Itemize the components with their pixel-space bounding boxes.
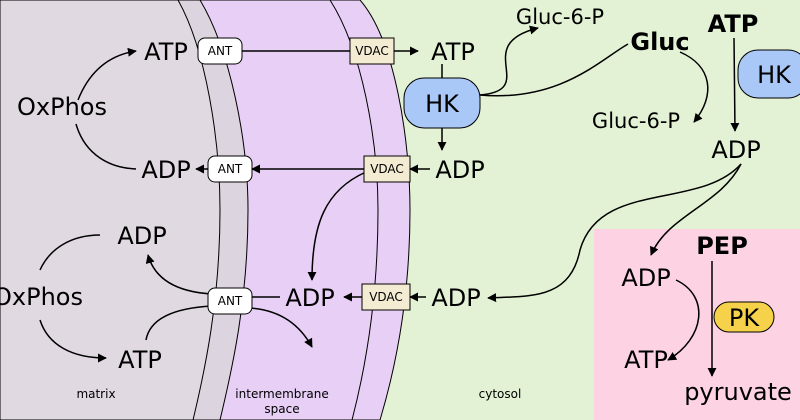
pk-atp-label: ATP — [624, 346, 668, 374]
oxphos-branch-from-adp-line — [39, 234, 101, 271]
gluc-label: Gluc — [630, 28, 689, 56]
hk-membrane-label: HK — [425, 90, 460, 118]
cytosol-atp-top-label: ATP — [431, 38, 475, 66]
adp-to-pk-arrow — [487, 163, 742, 303]
matrix-atp-bottom-label: ATP — [118, 346, 162, 374]
ims-adp-bottom-label: ADP — [285, 284, 334, 312]
adp-free-label: ADP — [711, 136, 760, 164]
matrix-region-label: matrix — [76, 387, 115, 401]
adp-branch-to-pep-arrow — [650, 163, 742, 256]
cytosol-region-label: cytosol — [479, 387, 522, 401]
pyruvate-label: pyruvate — [684, 378, 792, 406]
gluc-to-gluc6p-arrow — [679, 51, 709, 123]
matrix-atp-top-label: ATP — [144, 38, 188, 66]
vdac-top-label: VDAC — [355, 44, 389, 58]
ant-middle-box — [207, 155, 253, 183]
vdac-bottom-box — [361, 283, 411, 311]
ant-top-box — [197, 37, 243, 65]
matrix-adp-bottom-label: ADP — [117, 222, 166, 250]
gluc-to-hk-line — [479, 43, 629, 97]
pk-adp-to-atp-arrow — [667, 279, 700, 361]
intermembrane-label-line1: intermembrane — [235, 387, 328, 401]
adp-to-oxphos-arrow — [75, 123, 137, 170]
cytosol-adp-bottom-label: ADP — [431, 284, 480, 312]
pk-adp-label: ADP — [621, 264, 670, 292]
intermembrane-label-line2: space — [264, 402, 299, 416]
vdac-middle-label: VDAC — [370, 162, 404, 176]
vdac-adp-to-ims-arrow — [307, 171, 367, 281]
cytosol-adp-middle-label: ADP — [435, 156, 484, 184]
ant-to-ims-atp-arrow — [249, 307, 313, 348]
gluc6p-right-label: Gluc-6-P — [592, 109, 680, 133]
vdac-middle-box — [363, 155, 411, 183]
vdac-bottom-label: VDAC — [369, 290, 403, 304]
matrix-atp-to-ant-line — [145, 305, 213, 341]
ant-bottom-box — [207, 287, 253, 315]
ant-to-matrix-adp-bottom-arrow — [145, 254, 213, 295]
vdac-top-box — [349, 37, 395, 65]
pk-enzyme — [713, 301, 775, 333]
pk-label: PK — [729, 304, 760, 332]
atp-free-label: ATP — [708, 10, 759, 38]
ant-top-label: ANT — [208, 44, 233, 58]
matrix-adp-middle-label: ADP — [141, 156, 190, 184]
oxphos-bottom-label: OxPhos — [0, 283, 83, 311]
hk-to-gluc6p-arrow — [479, 25, 539, 96]
ant-bottom-label: ANT — [218, 294, 243, 308]
gluc6p-top-label: Gluc-6-P — [516, 5, 604, 29]
hk-membrane-bound — [403, 77, 481, 129]
hk-free-label: HK — [757, 61, 792, 89]
oxphos-to-atp-bottom-arrow — [39, 319, 107, 363]
oxphos-top-label: OxPhos — [17, 93, 107, 121]
oxphos-to-atp-arrow — [77, 47, 137, 101]
atp-to-adp-arrow — [730, 37, 740, 132]
pep-label: PEP — [696, 232, 748, 260]
ant-middle-label: ANT — [218, 162, 243, 176]
hk-free — [737, 49, 800, 99]
